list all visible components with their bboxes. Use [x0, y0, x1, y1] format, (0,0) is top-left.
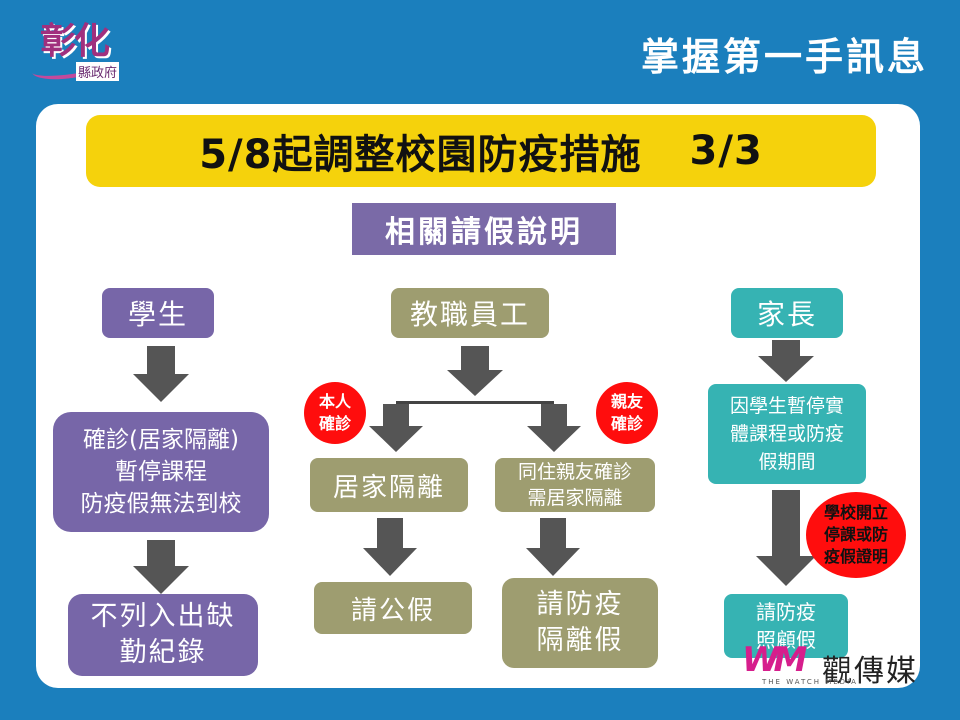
logo-mark: 彰化: [40, 20, 110, 62]
student-step1: 確診(居家隔離) 暫停課程 防疫假無法到校: [53, 412, 269, 532]
arrow-down-icon: [758, 340, 814, 382]
badge-school-certificate: 學校開立 停課或防 疫假證明: [806, 492, 906, 578]
title-page-number: 3/3: [689, 128, 763, 174]
parent-care-leave: 請防疫 照顧假: [724, 594, 848, 658]
staff-quarantine-leave: 請防疫 隔離假: [502, 578, 658, 668]
county-logo: 彰化 縣政府: [30, 12, 150, 92]
arrow-down-icon: [369, 404, 423, 452]
parent-step1: 因學生暫停實 體課程或防疫 假期間: [708, 384, 866, 484]
arrow-down-icon: [133, 540, 189, 594]
watermark-tagline: THE WATCH MEDIA: [762, 678, 858, 686]
staff-home-isolation: 居家隔離: [310, 458, 468, 512]
staff-cohabitant-isolation: 同住親友確診 需居家隔離: [495, 458, 655, 512]
staff-official-leave: 請公假: [314, 582, 472, 634]
arrow-down-icon: [526, 518, 580, 576]
badge-relative-confirmed: 親友 確診: [596, 382, 658, 444]
arrow-down-icon: [133, 346, 189, 402]
watermark-name: 觀傳媒: [822, 654, 918, 689]
arrow-down-icon: [527, 404, 581, 452]
section-heading: 相關請假說明: [352, 203, 616, 255]
staff-header: 教職員工: [391, 288, 549, 338]
parent-header: 家長: [731, 288, 843, 338]
arrow-down-icon: [447, 346, 503, 396]
header-tagline: 掌握第一手訊息: [640, 35, 928, 79]
title-main: 5/8起調整校園防疫措施: [199, 132, 642, 178]
watermark-logo: WM: [742, 640, 807, 680]
logo-subtitle: 縣政府: [76, 62, 120, 81]
media-watermark: WM 觀傳媒 THE WATCH MEDIA: [742, 640, 932, 690]
badge-self-confirmed: 本人 確診: [304, 382, 366, 444]
student-header: 學生: [102, 288, 214, 338]
branch-connector: [396, 401, 554, 404]
title-banner: 5/8起調整校園防疫措施 3/3: [86, 115, 876, 187]
arrow-down-icon: [363, 518, 417, 576]
student-step2: 不列入出缺 勤紀錄: [68, 594, 258, 676]
arrow-down-icon: [756, 490, 816, 586]
